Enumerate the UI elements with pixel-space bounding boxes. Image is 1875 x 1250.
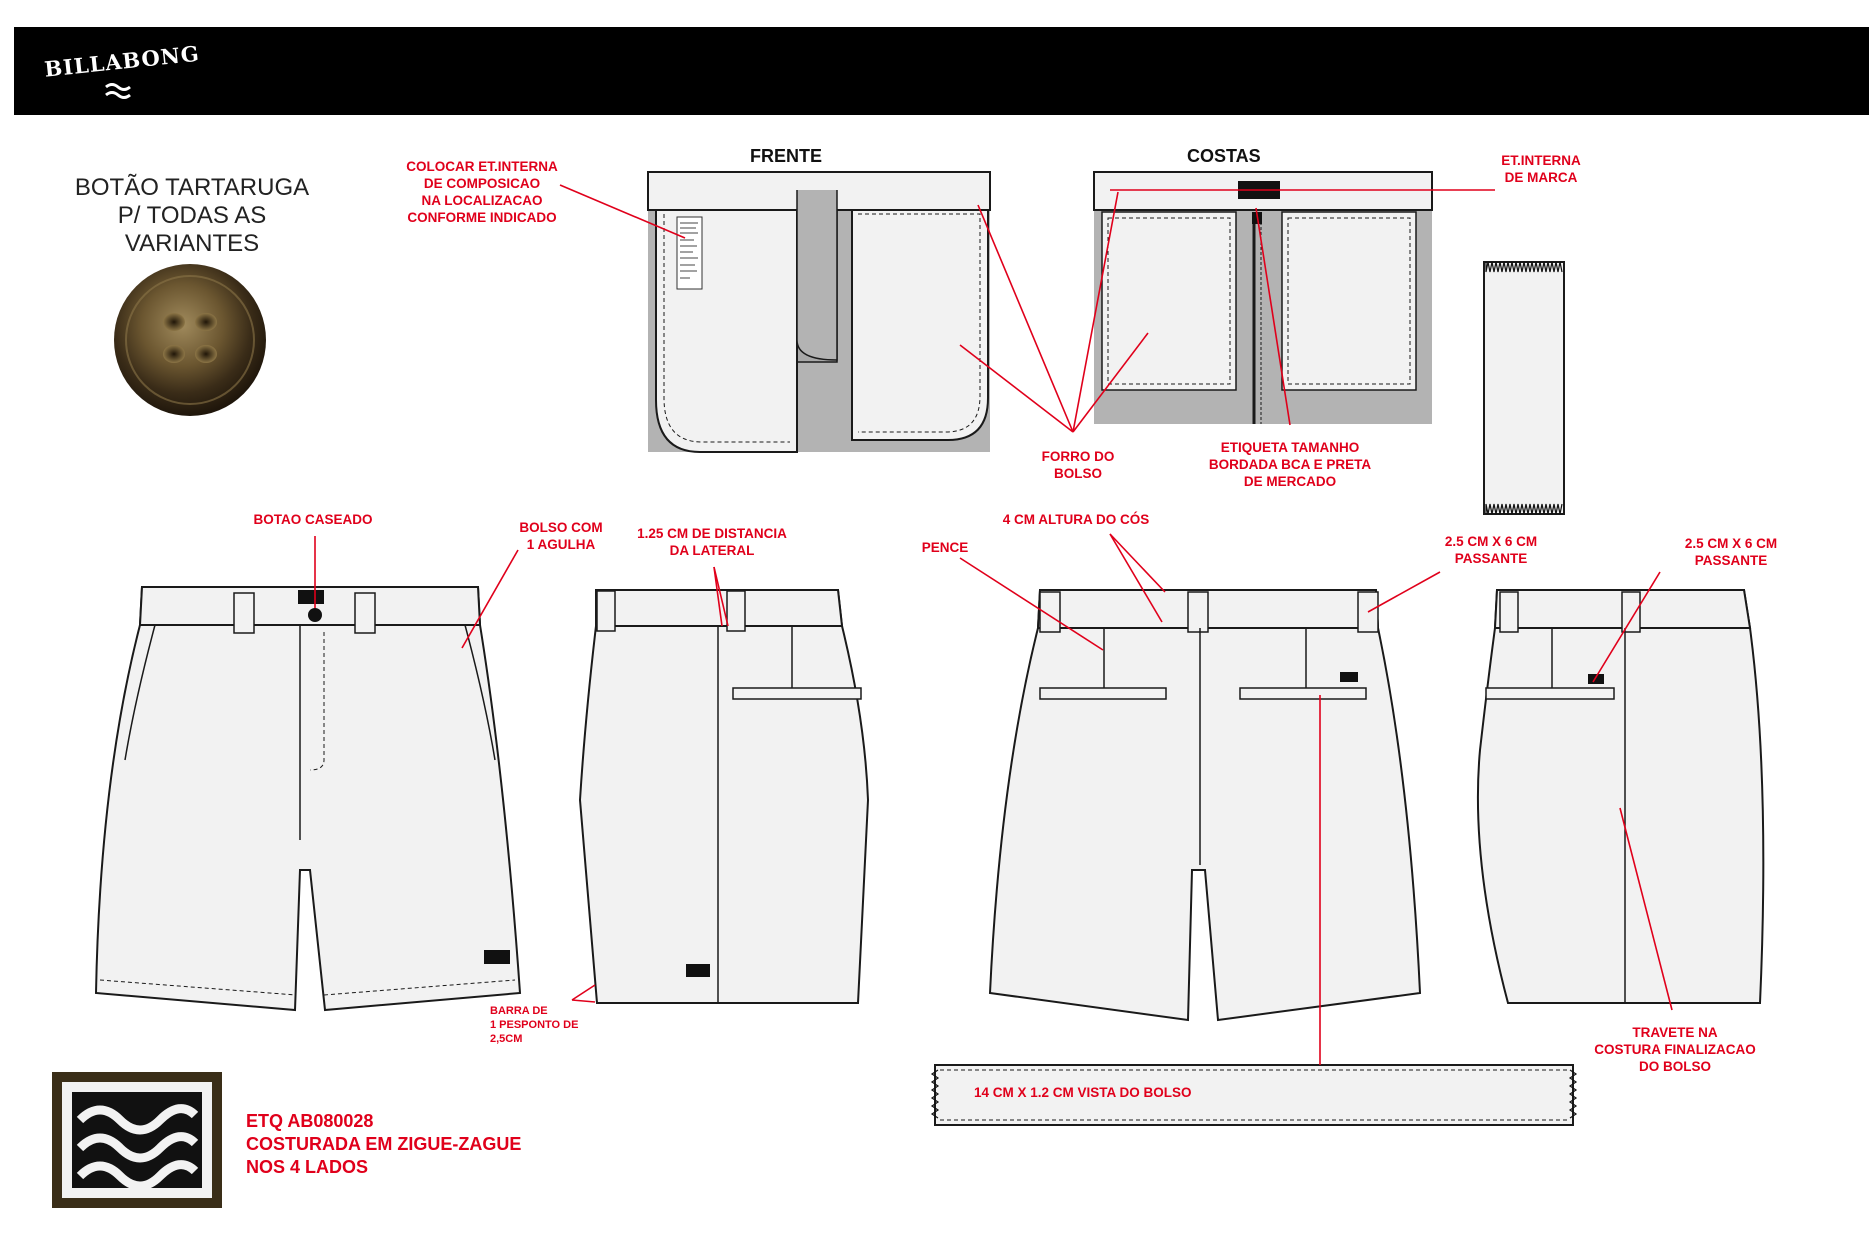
label-line: DE MARCA [1504, 170, 1578, 185]
pocket-facing-strip [930, 1064, 1578, 1126]
label-line: PENCE [921, 540, 969, 555]
label-line: DE MERCADO [1243, 474, 1337, 489]
header-bar: BILLABONG [14, 27, 1869, 115]
label-line: 2.5 CM X 6 CM [1684, 536, 1778, 551]
label-barra: BARRA DE 1 PESPONTO DE 2,5CM [490, 1004, 578, 1046]
label-bolso-agulha: BOLSO COM 1 AGULHA [506, 519, 616, 553]
label-line: NOS 4 LADOS [246, 1157, 369, 1177]
label-line: NA LOCALIZACAO [421, 193, 543, 208]
label-botao-caseado: BOTAO CASEADO [228, 511, 398, 528]
label-line: TRAVETE NA [1632, 1025, 1718, 1040]
label-line: FORRO DO [1041, 449, 1115, 464]
label-line: COSTURA FINALIZACAO [1594, 1042, 1756, 1057]
label-et-interna-composicao: COLOCAR ET.INTERNA DE COMPOSICAO NA LOCA… [400, 158, 564, 226]
label-line: 1 PESPONTO DE [490, 1019, 579, 1031]
button-spec-title: BOTÃO TARTARUGA P/ TODAS AS VARIANTES [62, 174, 322, 258]
button-title-line: VARIANTES [124, 230, 260, 257]
label-line: 2.5 CM X 6 CM [1444, 534, 1538, 549]
label-passante-2: 2.5 CM X 6 CM PASSANTE [1666, 535, 1796, 569]
annotation-leaders [314, 184, 1673, 1065]
etq-stamp-icon [52, 1072, 222, 1208]
label-line: COSTURADA EM ZIGUE-ZAGUE [246, 1134, 522, 1154]
label-forro-do-bolso: FORRO DO BOLSO [1018, 448, 1138, 482]
label-line: 2,5CM [490, 1033, 523, 1045]
label-altura-cos: 4 CM ALTURA DO CÓS [976, 511, 1176, 528]
label-line: ETQ AB080028 [246, 1111, 374, 1131]
label-line: BORDADA BCA E PRETA [1208, 457, 1372, 472]
label-line: 1 AGULHA [526, 537, 596, 552]
shorts-back-view [988, 589, 1422, 1022]
label-line: DE COMPOSICAO [423, 176, 541, 191]
label-passante-1: 2.5 CM X 6 CM PASSANTE [1426, 533, 1556, 567]
front-pocket-detail [647, 171, 991, 453]
shorts-front-view [94, 586, 522, 1012]
label-line: BOLSO [1053, 466, 1102, 481]
label-line: BARRA DE [490, 1005, 548, 1017]
waistband-strip [1483, 261, 1565, 515]
label-et-interna-marca: ET.INTERNA DE MARCA [1486, 152, 1596, 186]
label-distancia-lateral: 1.25 CM DE DISTANCIA DA LATERAL [612, 525, 812, 559]
label-line: PASSANTE [1694, 553, 1768, 568]
label-etq: ETQ AB080028 COSTURADA EM ZIGUE-ZAGUE NO… [246, 1110, 521, 1179]
billabong-logo: BILLABONG [43, 37, 201, 107]
label-line: BOTAO CASEADO [253, 512, 373, 527]
front-title: FRENTE [750, 146, 822, 166]
shorts-side-back-view [1476, 589, 1765, 1004]
label-travete: TRAVETE NA COSTURA FINALIZACAO DO BOLSO [1590, 1024, 1760, 1075]
label-line: 4 CM ALTURA DO CÓS [1002, 512, 1150, 527]
turtle-button-icon [114, 264, 266, 416]
label-line: PASSANTE [1454, 551, 1528, 566]
label-line: DA LATERAL [669, 543, 755, 558]
back-pocket-detail [1093, 171, 1433, 424]
label-etiqueta-tamanho: ETIQUETA TAMANHO BORDADA BCA E PRETA DE … [1190, 439, 1390, 490]
label-line: CONFORME INDICADO [407, 210, 557, 225]
back-title: COSTAS [1187, 146, 1261, 166]
shorts-side-view [578, 589, 870, 1004]
label-line: ETIQUETA TAMANHO [1220, 440, 1360, 455]
label-pence: PENCE [910, 539, 980, 556]
label-vista-bolso: 14 CM X 1.2 CM VISTA DO BOLSO [974, 1084, 1192, 1101]
label-line: DO BOLSO [1638, 1059, 1711, 1074]
button-title-line: P/ TODAS AS [117, 202, 267, 229]
label-line: BOLSO COM [519, 520, 603, 535]
label-line: ET.INTERNA [1501, 153, 1581, 168]
label-line: 14 CM X 1.2 CM VISTA DO BOLSO [974, 1085, 1192, 1100]
label-line: 1.25 CM DE DISTANCIA [637, 526, 787, 541]
label-line: COLOCAR ET.INTERNA [406, 159, 558, 174]
button-title-line: BOTÃO TARTARUGA [74, 174, 310, 201]
